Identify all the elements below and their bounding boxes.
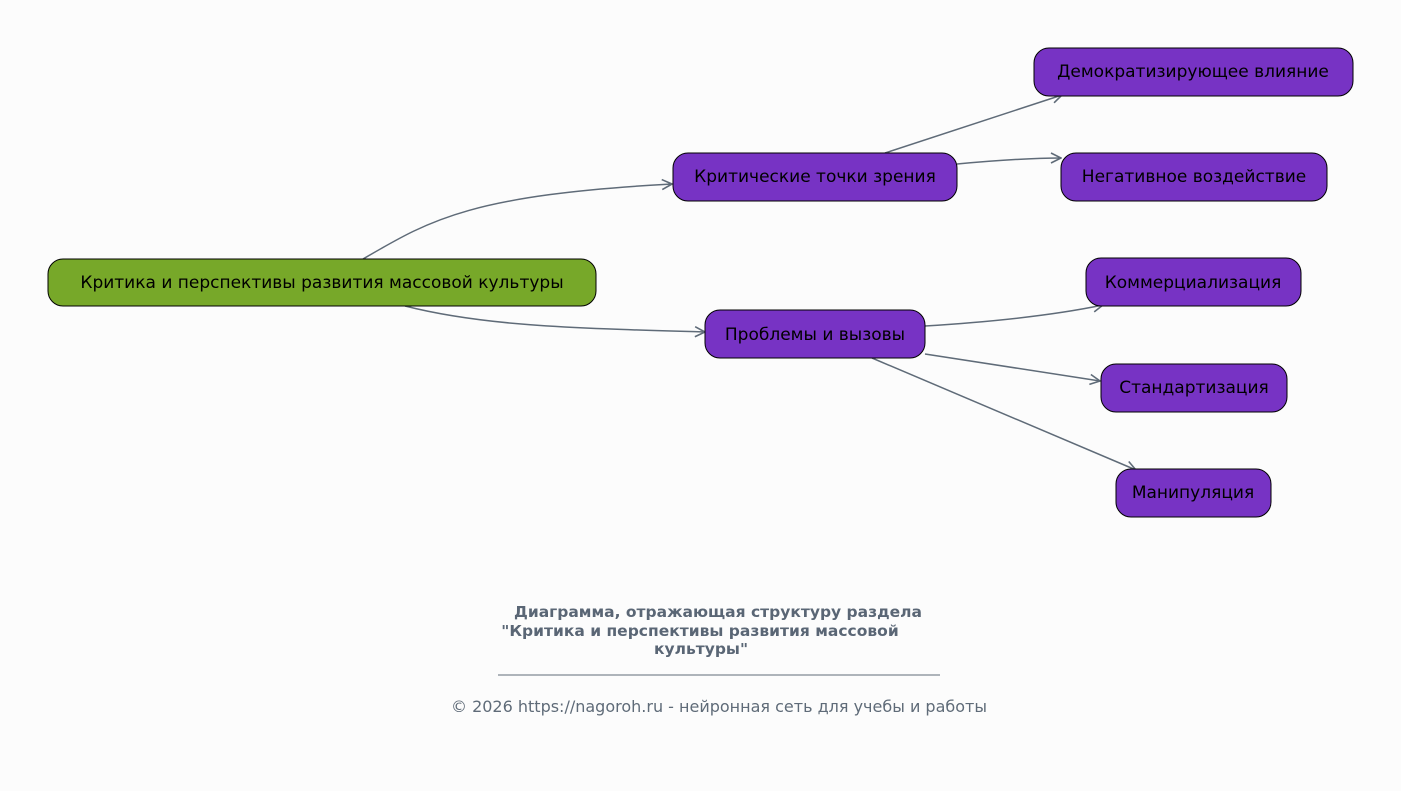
node-democratizing-label: Демократизирующее влияние [1057, 62, 1329, 82]
footer-copyright: © 2026 https://nagoroh.ru - нейронная се… [451, 697, 987, 716]
node-standardization[interactable]: Стандартизация [1100, 363, 1288, 413]
node-negative-label: Негативное воздействие [1082, 167, 1306, 187]
edge-critical-democratizing [884, 95, 1062, 154]
caption-line-3: культуры" [654, 640, 748, 658]
edge-problems-manipulation [871, 357, 1136, 470]
edge-root-problems [404, 305, 705, 332]
edge-problems-standardization [924, 353, 1100, 381]
node-manipulation[interactable]: Манипуляция [1115, 468, 1272, 518]
caption: Диаграмма, отражающая структуру раздела … [501, 603, 922, 658]
node-manipulation-label: Манипуляция [1132, 483, 1254, 503]
node-problems-label: Проблемы и вызовы [725, 325, 905, 345]
node-root[interactable]: Критика и перспективы развития массовой … [47, 258, 597, 307]
node-critical[interactable]: Критические точки зрения [672, 152, 958, 202]
node-root-label: Критика и перспективы развития массовой … [80, 273, 563, 293]
edge-root-critical [362, 184, 672, 260]
node-commercialization[interactable]: Коммерциализация [1085, 257, 1302, 307]
edges [362, 95, 1136, 470]
node-critical-label: Критические точки зрения [694, 167, 936, 187]
node-democratizing[interactable]: Демократизирующее влияние [1033, 47, 1354, 97]
node-negative[interactable]: Негативное воздействие [1060, 152, 1328, 202]
node-commercialization-label: Коммерциализация [1105, 273, 1282, 293]
node-problems[interactable]: Проблемы и вызовы [704, 309, 926, 359]
node-standardization-label: Стандартизация [1119, 378, 1269, 398]
caption-line-2: "Критика и перспективы развития массовой [501, 622, 898, 640]
edge-critical-negative [956, 158, 1061, 165]
caption-line-1: Диаграмма, отражающая структуру раздела [514, 603, 922, 621]
edge-problems-commercialization [924, 305, 1103, 327]
